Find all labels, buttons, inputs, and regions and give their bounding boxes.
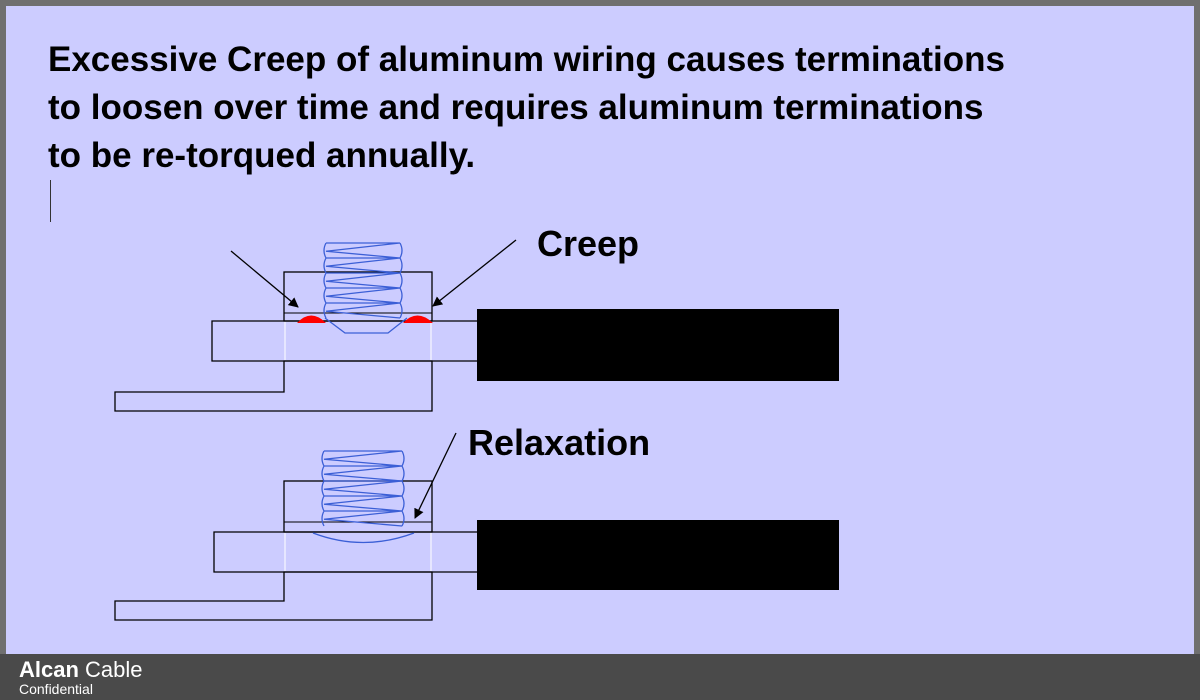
screw-thread-bottom — [321, 450, 405, 527]
footer-bar: Alcan Cable Confidential — [0, 654, 1200, 700]
creep-label: Creep — [537, 223, 640, 264]
brand-name-bold: Alcan — [19, 657, 79, 682]
text-cursor — [50, 180, 51, 222]
thread-turns — [323, 242, 403, 319]
thread-turns — [321, 450, 405, 527]
headline-line-3: to be re-torqued annually. — [48, 136, 476, 175]
lug-barrel-top — [211, 320, 477, 362]
lug-barrel-bottom — [213, 531, 477, 573]
brand-subtitle: Confidential — [19, 681, 93, 697]
conductor-bottom — [477, 520, 839, 590]
termination-diagram — [114, 239, 839, 621]
relaxation-arrow — [414, 432, 457, 519]
slide-headline: Excessive Creep of aluminum wiring cause… — [48, 36, 1178, 222]
creep-arrow-right — [432, 239, 517, 307]
lug-body-bottom — [114, 571, 433, 621]
creep-arrow-left — [230, 250, 299, 308]
screw-thread-top — [323, 242, 403, 319]
creep-deformation-left — [297, 315, 326, 323]
creep-assembly — [114, 239, 839, 412]
relaxation-assembly — [114, 432, 839, 621]
conductor-top — [477, 309, 839, 381]
headline-line-1: Excessive Creep of aluminum wiring cause… — [48, 40, 1005, 79]
lug-body-top — [114, 360, 433, 412]
brand-logo: Alcan Cable — [19, 657, 143, 683]
brand-name-rest: Cable — [85, 657, 143, 682]
screw-tip-top — [324, 317, 408, 334]
relaxation-label: Relaxation — [468, 422, 651, 463]
screw-tip-bottom — [312, 532, 415, 544]
screw-housing-bottom — [283, 480, 433, 533]
screw-housing-top — [283, 271, 433, 322]
creep-deformation-right — [403, 315, 433, 323]
headline-line-2: to loosen over time and requires aluminu… — [48, 88, 984, 127]
